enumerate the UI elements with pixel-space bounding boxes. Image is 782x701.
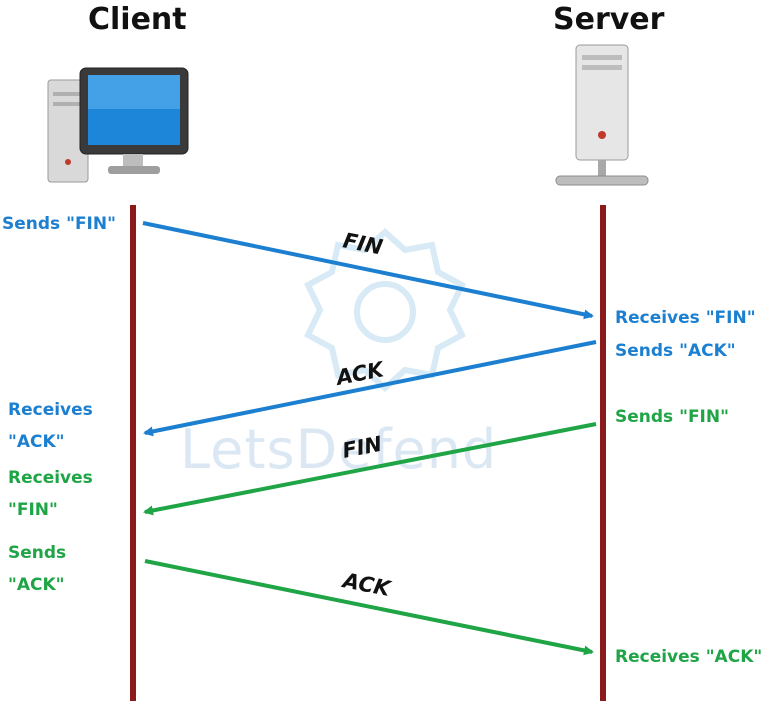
client-sends-ack-label: Sends [8, 543, 67, 563]
server-receives-fin-label: Receives "FIN" [615, 308, 756, 328]
ack-arrow-client-to-server [144, 559, 594, 656]
watermark-text: LetsDefend [180, 418, 498, 481]
server-sends-fin-label: Sends "FIN" [615, 407, 729, 427]
client-header: Client [88, 2, 187, 37]
fin-arrow-server-to-client [143, 422, 597, 516]
server-header: Server [553, 2, 665, 37]
server-receives-ack-label: Receives "ACK" [615, 647, 763, 667]
server-tower-icon [555, 44, 649, 186]
desktop-computer-icon [47, 67, 189, 183]
client-receives-fin-label-2: "FIN" [8, 500, 58, 520]
client-receives-ack-label-2: "ACK" [8, 432, 65, 452]
client-receives-fin-label: Receives [8, 468, 93, 488]
message-label: FIN [340, 432, 384, 463]
client-sends-ack-label-2: "ACK" [8, 575, 65, 595]
message-label: ACK [339, 568, 394, 601]
client-sends-fin-label: Sends "FIN" [2, 214, 116, 234]
server-sends-ack-label: Sends "ACK" [615, 341, 736, 361]
client-receives-ack-label: Receives [8, 400, 93, 420]
fin-arrow-client-to-server [142, 221, 594, 320]
message-label: FIN [341, 228, 385, 259]
ack-arrow-server-to-client [143, 340, 597, 437]
